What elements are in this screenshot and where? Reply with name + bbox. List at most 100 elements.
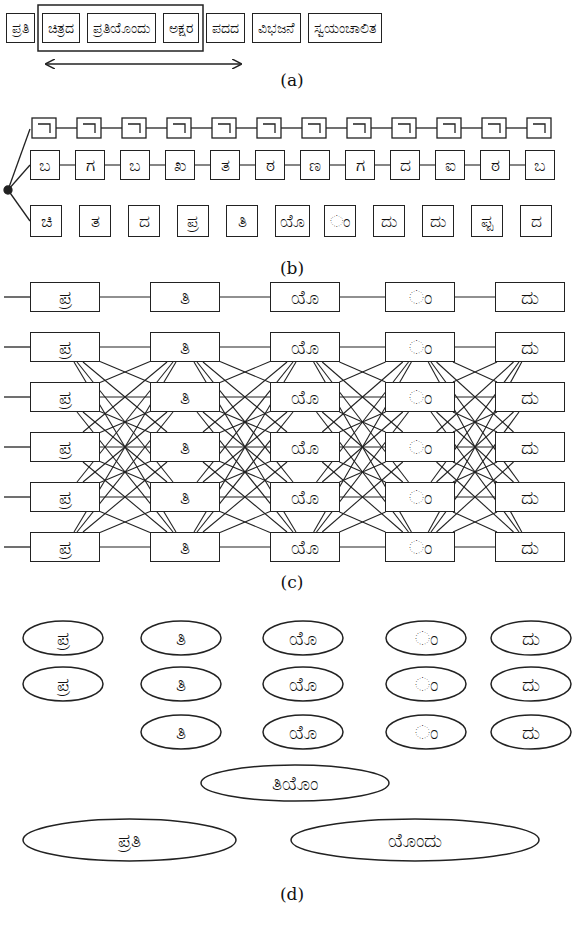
connector-line xyxy=(220,362,270,383)
segment-mark-box xyxy=(32,118,56,138)
glyph-text: ದ xyxy=(139,211,150,231)
character-box: ದು xyxy=(422,205,454,237)
segment-mark xyxy=(38,124,50,133)
glyph-text: ಪ್ರ xyxy=(57,673,70,696)
glyph-text: ದು xyxy=(521,486,539,509)
glyph-text: ತಿ xyxy=(238,211,247,231)
segment-mark-link xyxy=(146,127,167,128)
connector-line xyxy=(453,512,497,532)
glyph-text: ಸ್ವಯಂಚಾಲಿತ xyxy=(314,20,376,37)
connector-line xyxy=(197,362,293,482)
glyph-text: ಪ್ರತಿ xyxy=(118,829,141,852)
character-box: ದು xyxy=(495,382,565,412)
segment-ellipse: ತಿಯೊಂ xyxy=(200,764,390,802)
connector-line xyxy=(150,164,165,165)
top-segment-marks xyxy=(32,118,551,138)
segment-ellipse: ಂ xyxy=(385,620,467,656)
connector-line xyxy=(100,512,150,533)
character-box: ಂ xyxy=(385,382,455,412)
glyph-text: ಬ xyxy=(534,155,546,175)
segment-mark-box xyxy=(212,118,236,138)
character-box: ದು xyxy=(495,432,565,462)
glyph-text: ಯೊ xyxy=(289,627,317,650)
segment-ellipse: ತಿ xyxy=(140,714,222,750)
connector-line xyxy=(285,164,300,165)
character-box: ತ xyxy=(210,150,240,180)
connector-line xyxy=(220,296,270,297)
segment-ellipse: ಪ್ರ xyxy=(22,666,104,702)
character-box: ದು xyxy=(495,532,565,562)
segment-mark xyxy=(443,124,455,133)
segment-ellipse: ದು xyxy=(490,714,572,750)
glyph-text: ಐ xyxy=(445,155,456,175)
connector-line xyxy=(77,362,173,482)
glyph-text: ಂ xyxy=(409,536,432,559)
connector-line xyxy=(197,362,293,482)
segment-mark xyxy=(263,124,275,133)
segment-ellipse: ಪ್ರ xyxy=(22,620,104,656)
glyph-text: ಠ xyxy=(266,155,275,175)
character-box: ಂ xyxy=(385,432,455,462)
glyph-text: ವಿಭಜನೆ xyxy=(258,20,295,37)
glyph-text: ತಿ xyxy=(176,673,186,696)
glyph-text: ಯೊ xyxy=(291,336,319,359)
glyph-text: ಯೊ xyxy=(291,436,319,459)
glyph-text: ಂ xyxy=(415,627,438,650)
character-box: ಪ್ರ xyxy=(177,205,209,237)
character-box: ದು xyxy=(495,482,565,512)
connector-line xyxy=(220,546,270,547)
segment-mark xyxy=(218,124,230,133)
glyph-text: ಂ xyxy=(409,386,432,409)
panel-label: (b) xyxy=(278,258,306,278)
connector-line xyxy=(195,164,210,165)
glyph-text: ತಿ xyxy=(180,386,190,409)
glyph-text: ತಿ xyxy=(180,436,190,459)
connector-line xyxy=(317,412,409,532)
segment-ellipse: ಯೊ xyxy=(262,714,344,750)
segment-mark-box xyxy=(347,118,371,138)
character-box: ತಿ xyxy=(226,205,258,237)
character-box: ಪ್ರ xyxy=(30,482,100,512)
connector-line xyxy=(105,164,120,165)
glyph-text: ಪ್ರತಿ xyxy=(12,20,29,37)
glyph-text: ದು xyxy=(430,211,446,231)
segment-ellipse: ಪ್ರತಿ xyxy=(22,818,237,862)
word-box: ಪ್ರತಿ xyxy=(6,13,35,43)
glyph-text: ದು xyxy=(522,721,540,744)
connector-line xyxy=(455,546,495,547)
segment-mark-link xyxy=(416,127,437,128)
glyph-text: ತಿ xyxy=(180,486,190,509)
character-box: ಪ್ಪ xyxy=(471,205,503,237)
glyph-text: ಪ್ರ xyxy=(59,486,72,509)
character-box: ಪ್ರ xyxy=(30,432,100,462)
glyph-text: ಯೊ xyxy=(291,486,319,509)
connector-line xyxy=(453,512,497,532)
glyph-text: ಯೊ xyxy=(289,673,317,696)
segment-ellipse: ಯೊ xyxy=(262,666,344,702)
character-box: ಂ xyxy=(385,532,455,562)
glyph-text: ತಿ xyxy=(180,536,190,559)
glyph-text: ಗ xyxy=(356,155,365,175)
character-box: ತಿ xyxy=(150,332,220,362)
connector-line xyxy=(220,362,270,383)
character-box: ಣ xyxy=(300,150,330,180)
character-box: ಯೊ xyxy=(270,382,340,412)
glyph-text: ದು xyxy=(522,673,540,696)
character-box: ದ xyxy=(390,150,420,180)
segment-mark xyxy=(353,124,365,133)
glyph-text: ಯೊಂದು xyxy=(388,829,442,852)
character-box: ಗ xyxy=(75,150,105,180)
selection-rectangle xyxy=(38,5,203,51)
glyph-text: ತಿ xyxy=(176,721,186,744)
glyph-text: ಯೊ xyxy=(291,286,319,309)
connector-line xyxy=(340,296,385,297)
segment-ellipse: ದು xyxy=(490,620,572,656)
glyph-text: ಪ್ರ xyxy=(59,536,72,559)
glyph-text: ಬ xyxy=(39,155,51,175)
segment-mark-box xyxy=(437,118,461,138)
segment-mark-link xyxy=(191,127,212,128)
glyph-text: ತ xyxy=(221,155,230,175)
segment-mark xyxy=(173,124,185,133)
connector-line xyxy=(330,164,345,165)
glyph-text: ಪ್ರ xyxy=(59,336,72,359)
